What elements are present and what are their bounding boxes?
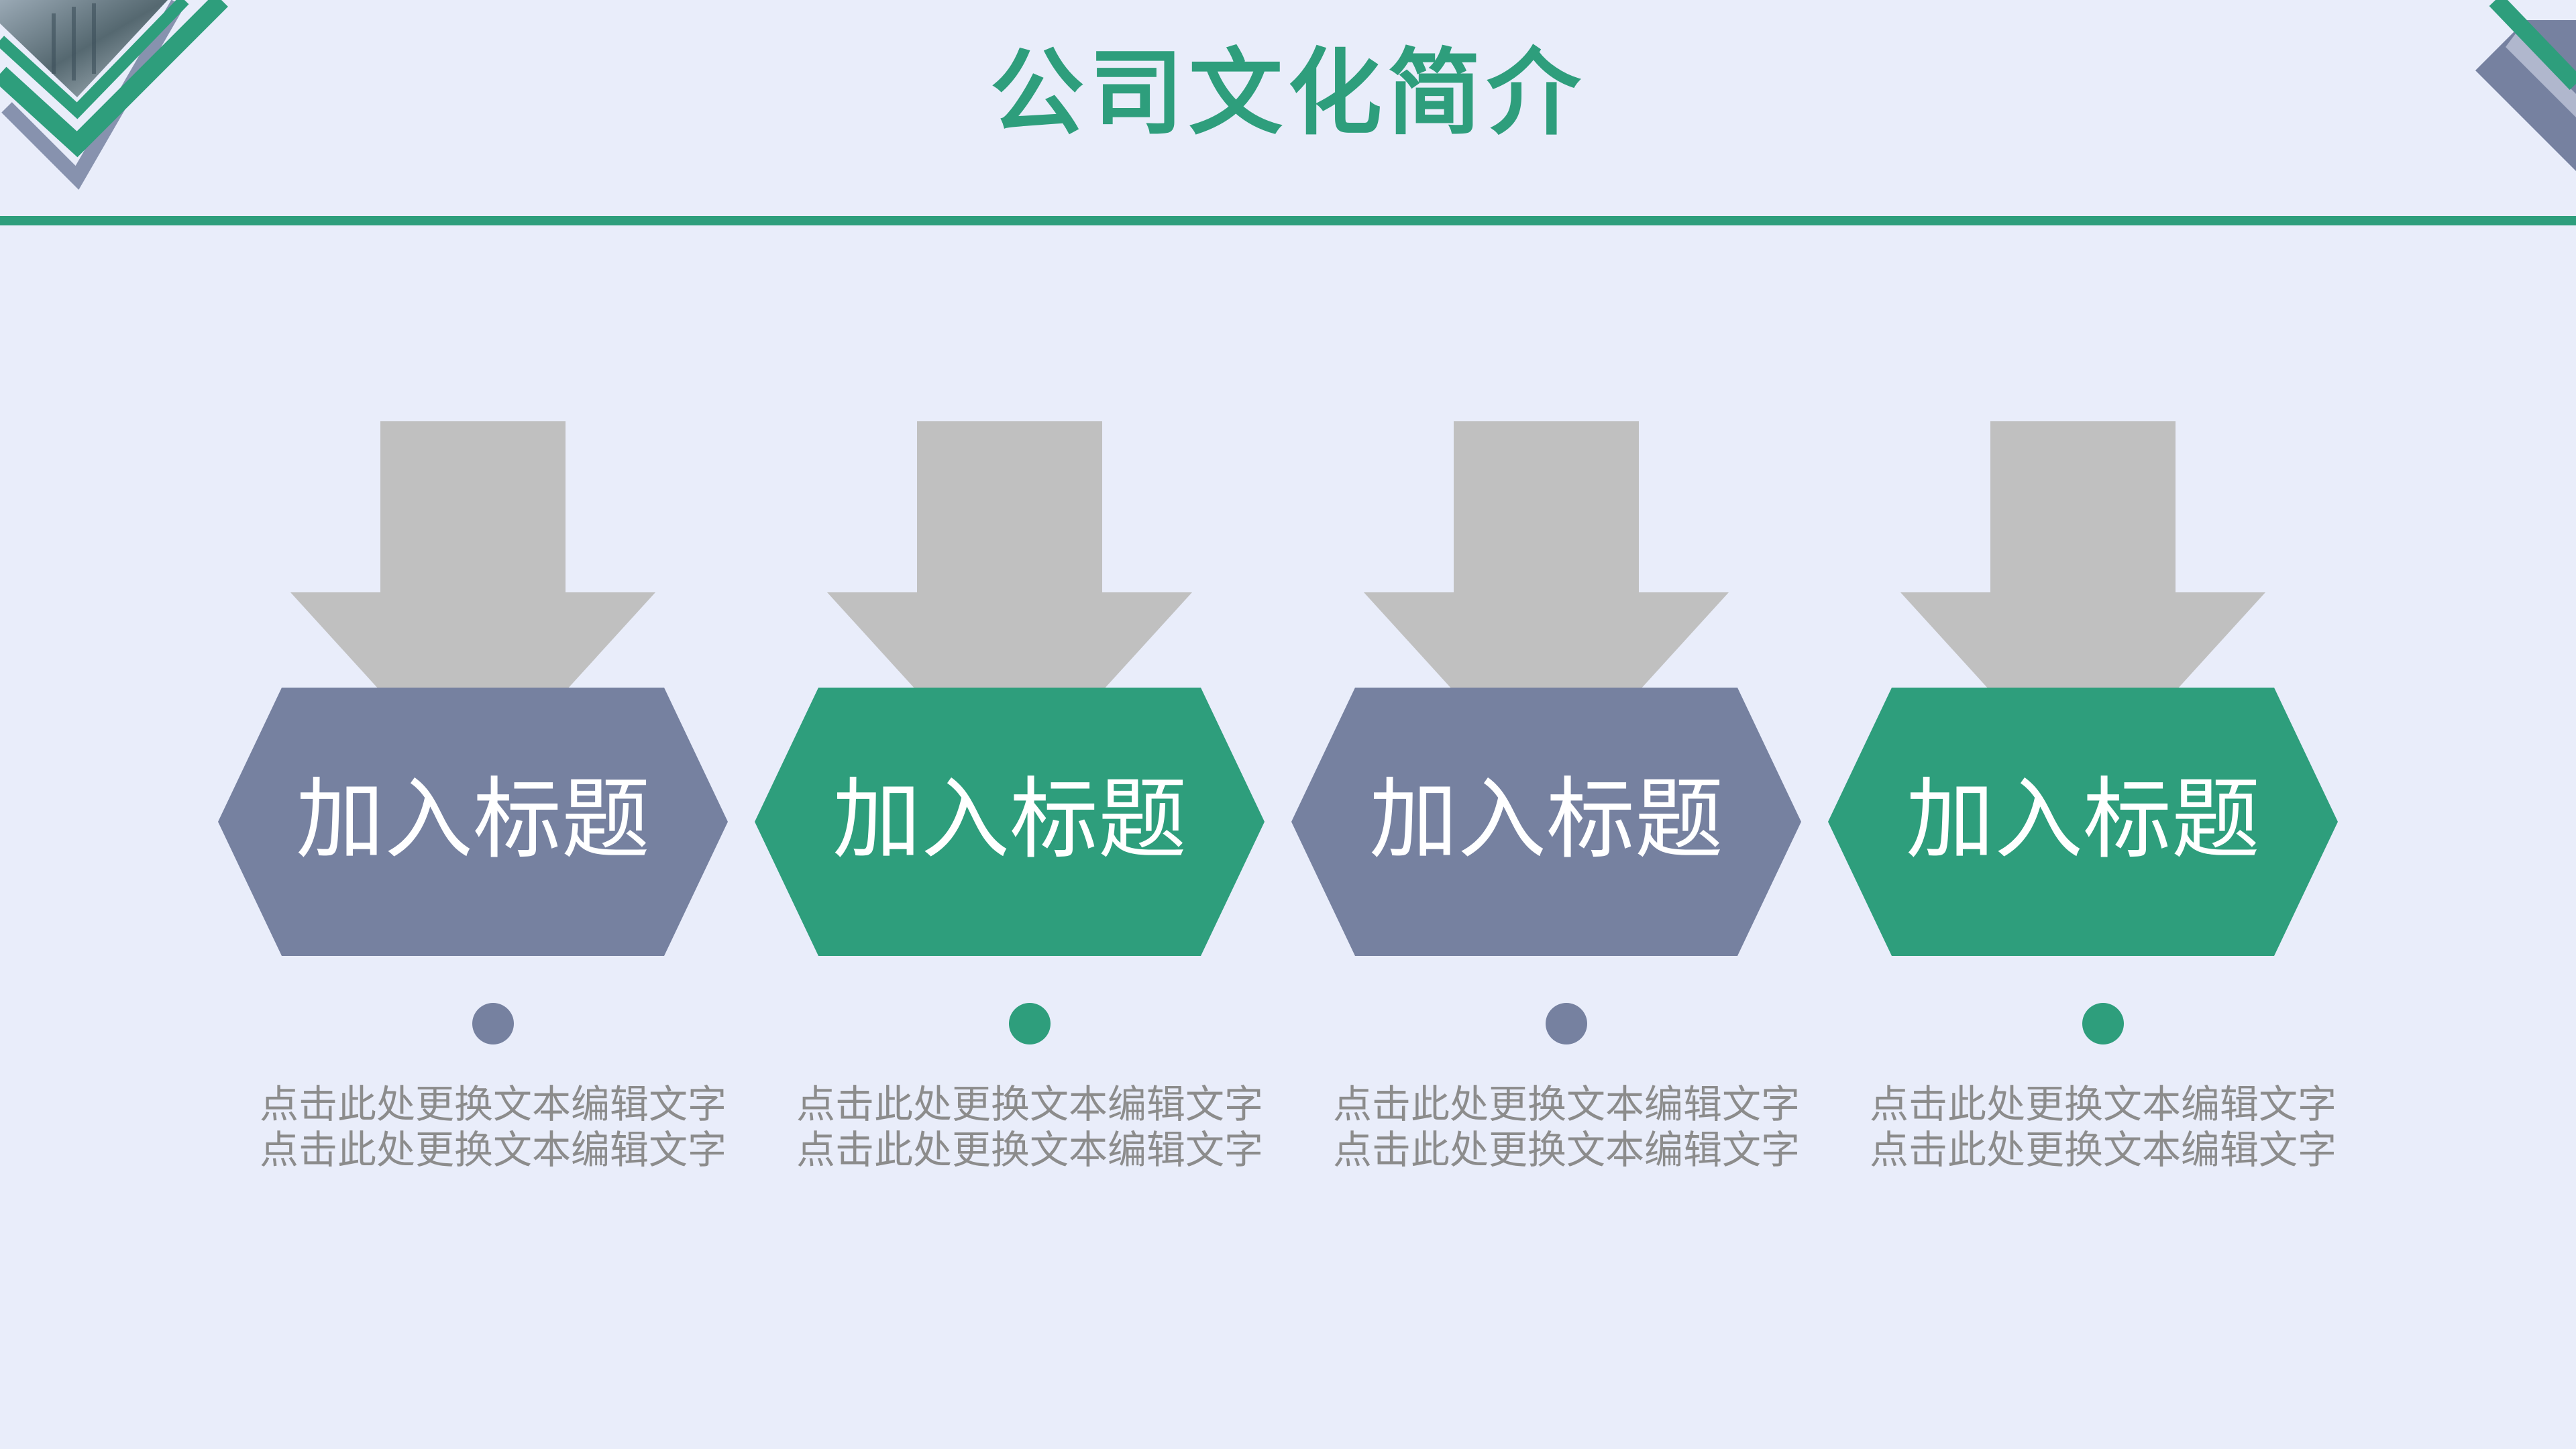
- hexagon-title-card: [1828, 688, 2338, 956]
- down-arrow-icon: [1364, 421, 1729, 690]
- description-line: 点击此处更换文本编辑文字: [1332, 1127, 1800, 1173]
- description-line: 点击此处更换文本编辑文字: [1869, 1127, 2337, 1173]
- description-line: 点击此处更换文本编辑文字: [796, 1081, 1263, 1127]
- bullet-dot: [472, 1003, 514, 1044]
- bullet-dot: [2082, 1003, 2124, 1044]
- down-arrow-icon: [290, 421, 655, 690]
- hexagon-title-card: [755, 688, 1265, 956]
- hexagon-title-card: [1291, 688, 1801, 956]
- description-line: 点击此处更换文本编辑文字: [1869, 1081, 2337, 1127]
- step-description: 点击此处更换文本编辑文字点击此处更换文本编辑文字: [775, 1081, 1285, 1173]
- step-description: 点击此处更换文本编辑文字点击此处更换文本编辑文字: [1848, 1081, 2358, 1173]
- bullet-dot: [1546, 1003, 1587, 1044]
- down-arrow-icon: [827, 421, 1192, 690]
- page-title: 公司文化简介: [989, 39, 1586, 148]
- step-description: 点击此处更换文本编辑文字点击此处更换文本编辑文字: [1311, 1081, 1821, 1173]
- corner-decoration-top-left: [0, 0, 228, 190]
- bullet-dot: [1009, 1003, 1051, 1044]
- step-title: 加入标题: [1906, 768, 2260, 871]
- description-line: 点击此处更换文本编辑文字: [796, 1127, 1263, 1173]
- step-description: 点击此处更换文本编辑文字点击此处更换文本编辑文字: [238, 1081, 748, 1173]
- hexagon-title-card: [218, 688, 728, 956]
- header-divider: [0, 216, 2576, 225]
- description-line: 点击此处更换文本编辑文字: [259, 1127, 727, 1173]
- step-title: 加入标题: [833, 768, 1187, 871]
- description-line: 点击此处更换文本编辑文字: [1332, 1081, 1800, 1127]
- step-title: 加入标题: [1369, 768, 1723, 871]
- down-arrow-icon: [1900, 421, 2265, 690]
- description-line: 点击此处更换文本编辑文字: [259, 1081, 727, 1127]
- step-title: 加入标题: [296, 768, 650, 871]
- corner-decoration-top-right: [2475, 0, 2576, 171]
